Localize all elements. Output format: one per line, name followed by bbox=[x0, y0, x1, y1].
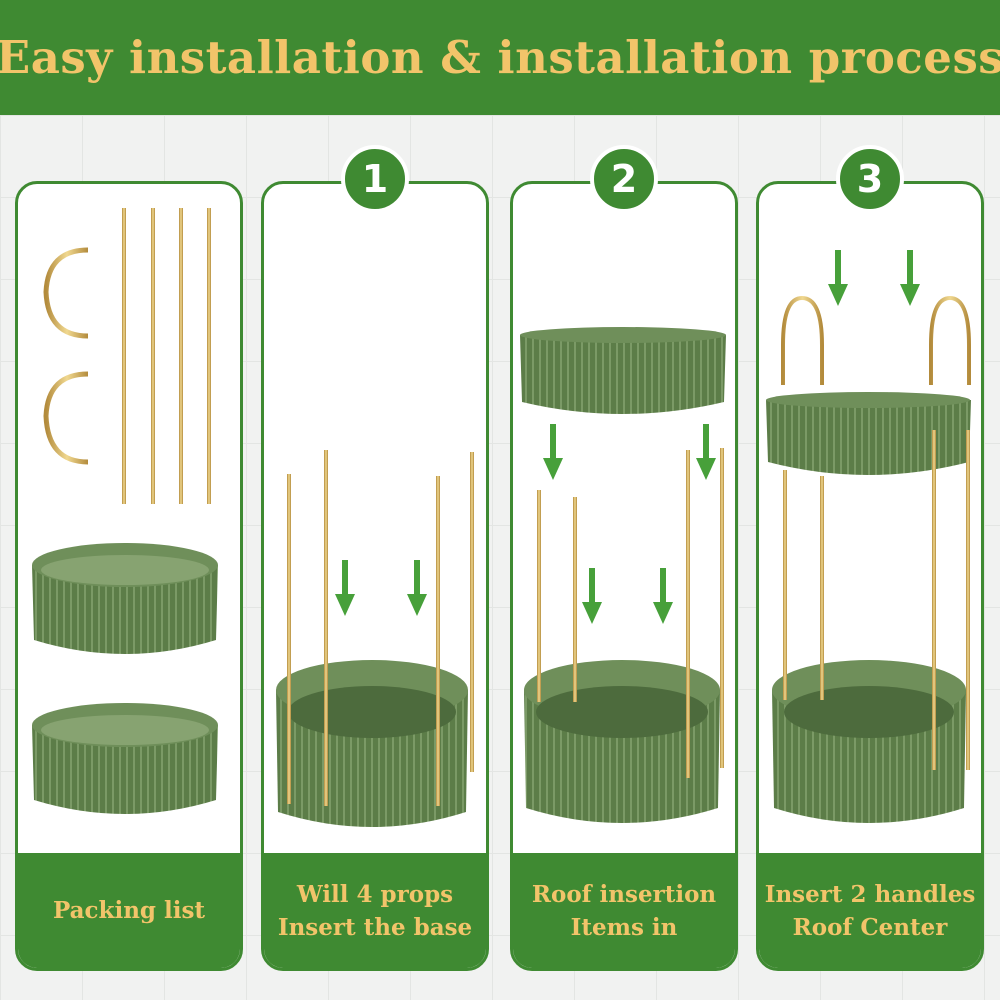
support-rod bbox=[324, 450, 328, 806]
tray-bowl bbox=[32, 703, 218, 814]
arrow-down-icon bbox=[696, 424, 716, 480]
step-badge-1: 1 bbox=[341, 145, 409, 213]
support-rod bbox=[436, 476, 440, 806]
support-rod bbox=[287, 474, 291, 804]
handle-part bbox=[43, 371, 89, 465]
support-rod bbox=[470, 452, 474, 772]
panel-step-2: Roof insertion Items in bbox=[510, 181, 738, 971]
caption-line: Items in bbox=[570, 913, 678, 941]
tray-bowl bbox=[32, 543, 218, 654]
top-tray-bowl bbox=[766, 392, 971, 475]
arrow-down-icon bbox=[828, 250, 848, 306]
support-rod bbox=[783, 470, 787, 700]
support-rod bbox=[932, 430, 936, 770]
arrow-down-icon bbox=[543, 424, 563, 480]
panel-step-3: Insert 2 handles Roof Center bbox=[756, 181, 984, 971]
support-rod bbox=[207, 208, 211, 504]
support-rod bbox=[686, 450, 690, 778]
panel-footer: Packing list bbox=[18, 853, 240, 968]
panel-step-1: Will 4 props Insert the base bbox=[261, 181, 489, 971]
panel-footer: Roof insertion Items in bbox=[513, 853, 735, 968]
arrow-down-icon bbox=[407, 560, 427, 616]
arrow-down-icon bbox=[900, 250, 920, 306]
step-badge-3: 3 bbox=[836, 145, 904, 213]
handle-part bbox=[929, 295, 971, 385]
base-tray-bowl bbox=[772, 660, 966, 823]
panel-footer: Will 4 props Insert the base bbox=[264, 853, 486, 968]
step-2-illustration bbox=[520, 327, 726, 823]
support-rod bbox=[151, 208, 155, 504]
support-rod bbox=[122, 208, 126, 504]
page-title: Easy installation & installation process bbox=[0, 31, 1000, 84]
top-tray-bowl bbox=[520, 327, 726, 414]
arrow-down-icon bbox=[335, 560, 355, 616]
support-rod bbox=[720, 448, 724, 768]
step-badge-2: 2 bbox=[590, 145, 658, 213]
header-banner: Easy installation & installation process bbox=[0, 0, 1000, 115]
arrow-down-icon bbox=[582, 568, 602, 624]
step-1-illustration bbox=[276, 450, 474, 827]
caption-line: Insert 2 handles bbox=[764, 880, 976, 908]
handle-part bbox=[781, 295, 824, 385]
support-rod bbox=[537, 490, 541, 702]
support-rod bbox=[573, 497, 577, 702]
handle-part bbox=[43, 247, 89, 339]
caption-line: Insert the base bbox=[277, 913, 473, 941]
caption-line: Roof Center bbox=[792, 913, 948, 941]
arrow-down-icon bbox=[653, 568, 673, 624]
caption-line: Packing list bbox=[52, 897, 206, 924]
caption-line: Will 4 props bbox=[296, 880, 454, 908]
packing-list-contents bbox=[32, 208, 218, 814]
base-tray-bowl bbox=[524, 660, 720, 823]
caption-line: Roof insertion bbox=[531, 880, 717, 908]
support-rod bbox=[820, 476, 824, 700]
panel-footer: Insert 2 handles Roof Center bbox=[759, 853, 981, 968]
step-3-illustration bbox=[766, 250, 971, 823]
support-rod bbox=[179, 208, 183, 504]
support-rod bbox=[966, 430, 970, 770]
